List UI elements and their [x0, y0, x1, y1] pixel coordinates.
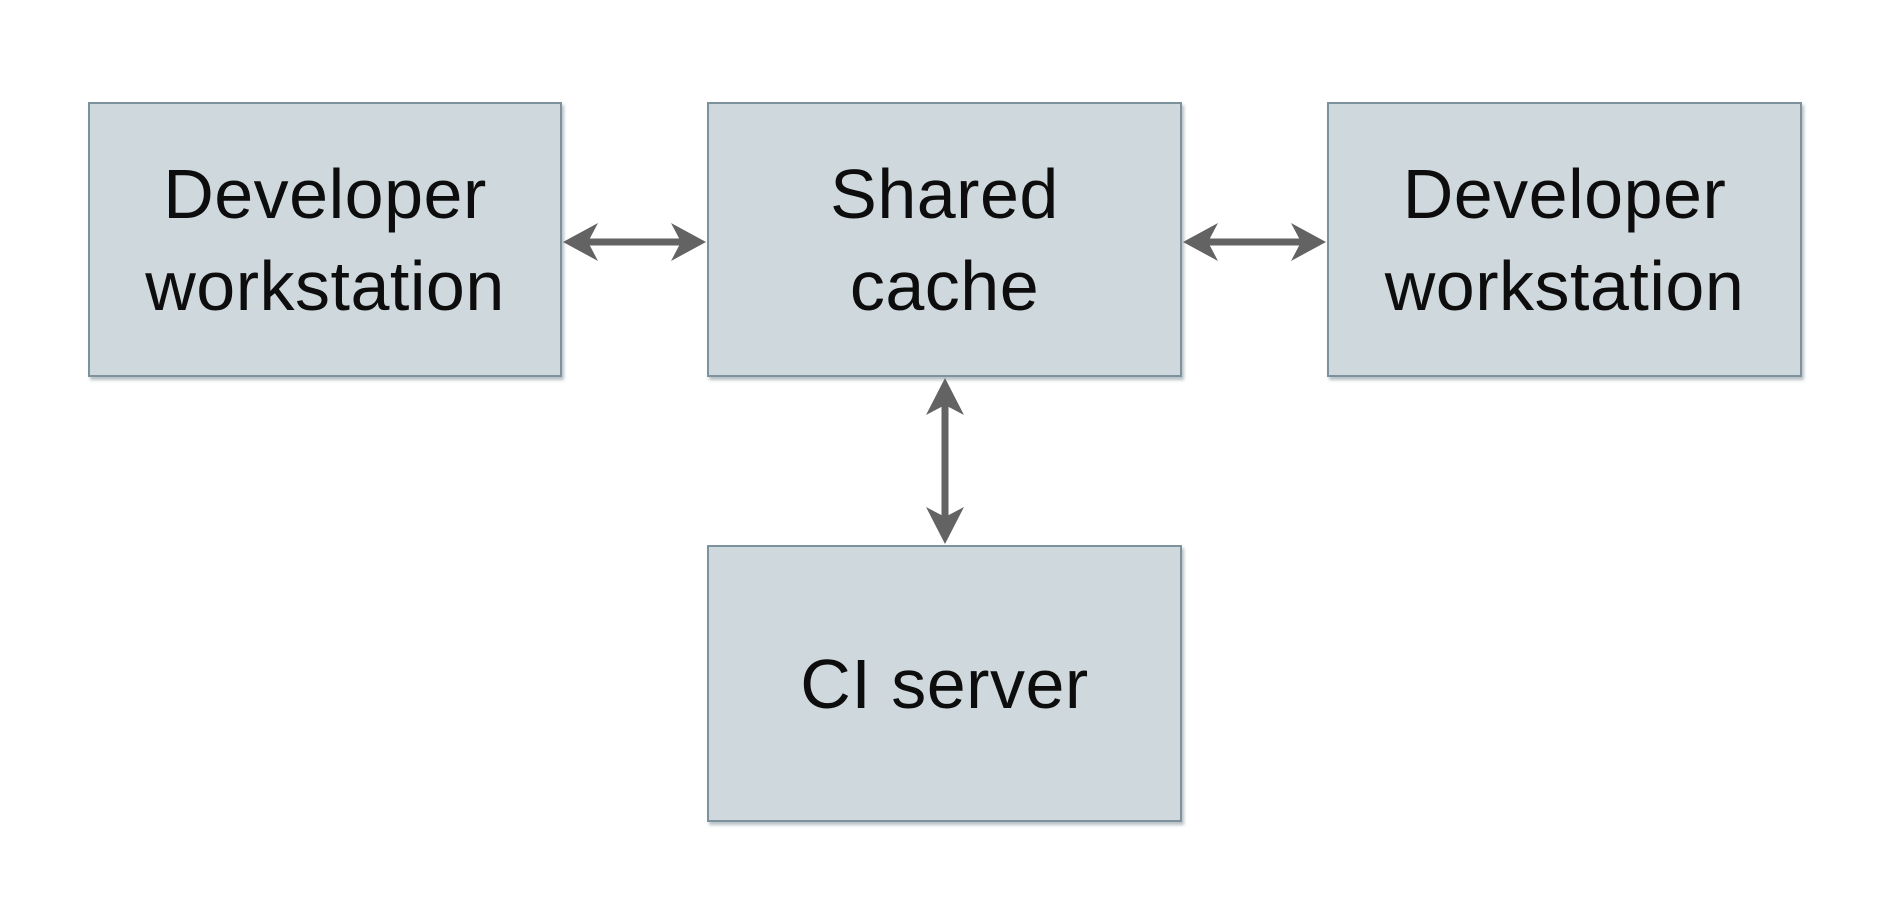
node-label-line: cache [849, 246, 1040, 325]
bidirectional-arrow-devleft-cache-icon [562, 218, 707, 266]
node-developer-workstation-left: Developer workstation [88, 102, 562, 377]
node-label-line: Developer [163, 154, 487, 233]
node-label-line: CI server [800, 644, 1089, 723]
node-label-line: Developer [1402, 154, 1727, 233]
node-ci-server: CI server [707, 545, 1182, 822]
bidirectional-arrow-cache-devright-icon [1182, 218, 1327, 266]
node-label-line: workstation [1384, 246, 1745, 325]
node-shared-cache: Shared cache [707, 102, 1182, 377]
bidirectional-arrow-cache-ciserver-icon [921, 377, 969, 545]
node-label-line: workstation [145, 246, 505, 325]
node-label-line: Shared [830, 154, 1059, 233]
node-developer-workstation-right: Developer workstation [1327, 102, 1802, 377]
